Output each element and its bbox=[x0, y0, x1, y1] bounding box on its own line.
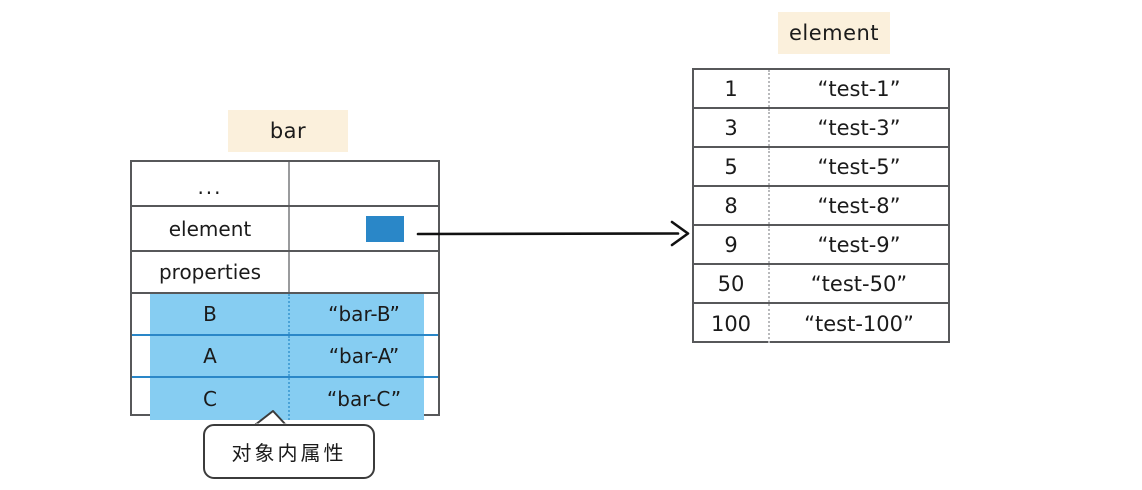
row-highlight bbox=[150, 336, 424, 376]
element-index: 3 bbox=[694, 109, 770, 146]
table-row: 9 “test-9” bbox=[694, 226, 948, 265]
element-index: 100 bbox=[694, 304, 770, 343]
element-index: 9 bbox=[694, 226, 770, 263]
table-row: C “bar-C” bbox=[132, 378, 438, 420]
bar-row-value bbox=[290, 252, 438, 292]
bar-row-key: ... bbox=[132, 162, 290, 205]
table-row: ... bbox=[132, 162, 438, 207]
element-title-badge: element bbox=[778, 12, 890, 54]
element-value: “test-8” bbox=[817, 193, 901, 218]
element-array-table: 1 “test-1” 3 “test-3” 5 “test-5” 8 “test… bbox=[692, 68, 950, 343]
element-value: “test-5” bbox=[817, 154, 901, 179]
table-row: A “bar-A” bbox=[132, 336, 438, 378]
bar-row-key: B bbox=[132, 294, 290, 334]
callout-annotation: 对象内属性 bbox=[203, 410, 375, 479]
bar-row-value: “bar-C” bbox=[326, 387, 402, 411]
table-row: element bbox=[132, 207, 438, 252]
bar-row-value: “bar-B” bbox=[328, 302, 400, 326]
element-index: 1 bbox=[694, 70, 770, 107]
table-row: B “bar-B” bbox=[132, 294, 438, 336]
element-value: “test-50” bbox=[810, 271, 908, 296]
row-highlight bbox=[150, 294, 424, 334]
callout-box: 对象内属性 bbox=[203, 424, 375, 479]
bar-row-key: A bbox=[132, 336, 290, 376]
bar-title-badge: bar bbox=[228, 110, 348, 152]
callout-text: 对象内属性 bbox=[231, 441, 347, 465]
element-index: 5 bbox=[694, 148, 770, 185]
element-value: “test-1” bbox=[817, 76, 901, 101]
table-row: 5 “test-5” bbox=[694, 148, 948, 187]
table-row: 3 “test-3” bbox=[694, 109, 948, 148]
element-value: “test-100” bbox=[804, 311, 914, 336]
bar-row-key: element bbox=[132, 207, 290, 250]
row-highlight bbox=[150, 378, 424, 420]
table-row: 50 “test-50” bbox=[694, 265, 948, 304]
element-index: 50 bbox=[694, 265, 770, 302]
bar-row-value: “bar-A” bbox=[328, 344, 400, 368]
element-value: “test-3” bbox=[817, 115, 901, 140]
table-row: 100 “test-100” bbox=[694, 304, 948, 343]
element-value: “test-9” bbox=[817, 232, 901, 257]
table-row: 1 “test-1” bbox=[694, 70, 948, 109]
reference-square-icon bbox=[366, 215, 404, 242]
table-row: properties bbox=[132, 252, 438, 294]
table-row: 8 “test-8” bbox=[694, 187, 948, 226]
bar-row-key: properties bbox=[132, 252, 290, 292]
element-index: 8 bbox=[694, 187, 770, 224]
bar-row-key: C bbox=[132, 378, 290, 420]
bar-object-table: ... element properties B “bar-B” A “bar-… bbox=[130, 160, 440, 420]
bar-row-value bbox=[290, 207, 438, 250]
bar-row-value bbox=[290, 162, 438, 205]
reference-arrow-icon bbox=[416, 220, 690, 247]
